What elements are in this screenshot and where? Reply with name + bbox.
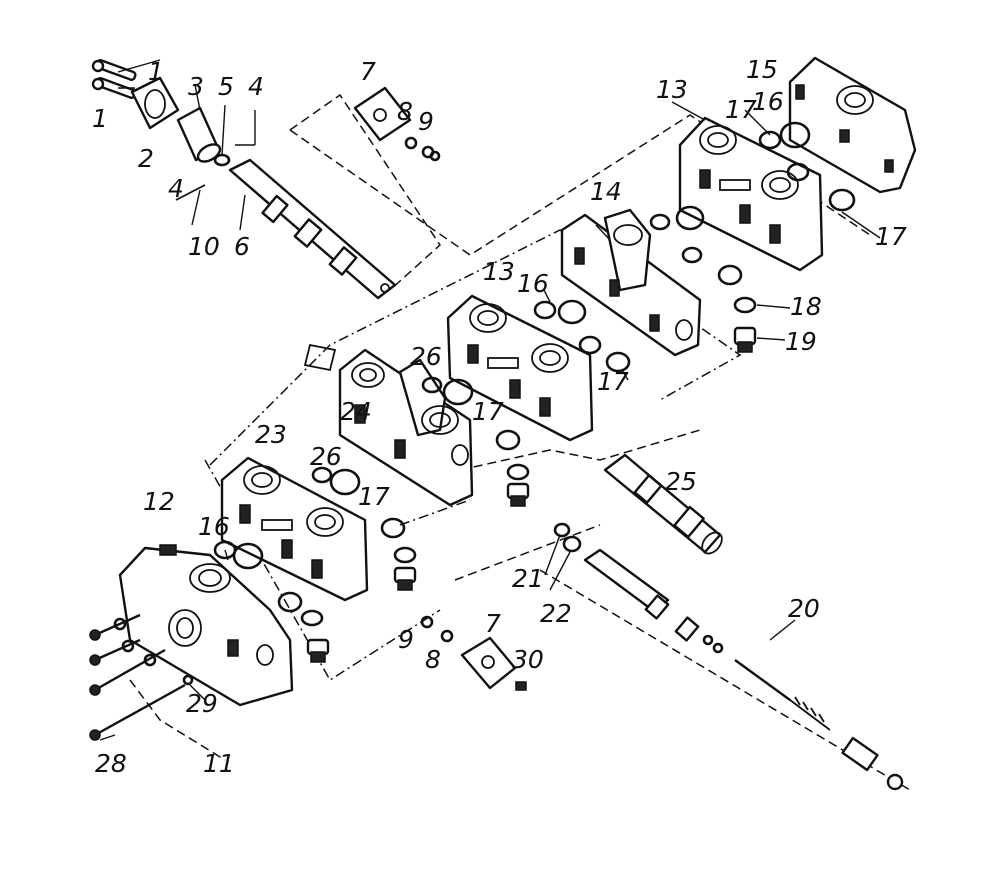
callout-5: 5	[218, 72, 234, 101]
plug-12	[306, 638, 330, 663]
callout-4b: 4	[168, 174, 184, 203]
callout-30: 30	[512, 645, 544, 674]
callout-13b: 13	[483, 257, 515, 286]
tie-bolts-11	[89, 613, 194, 741]
plug-lower	[393, 566, 417, 591]
plug-19	[733, 326, 757, 353]
valve-section-24	[303, 343, 474, 507]
callout-17e: 17	[358, 482, 390, 511]
spool-assembly	[91, 59, 397, 300]
pin-4	[175, 184, 206, 201]
o-rings-23	[311, 466, 417, 564]
screw-1a	[91, 59, 137, 81]
o-rings-12	[213, 540, 324, 627]
callout-7b: 7	[485, 609, 501, 638]
callout-10: 10	[188, 232, 220, 261]
cover-7-bottom	[420, 615, 527, 691]
callout-9a: 9	[418, 107, 434, 136]
callout-1a: 1	[148, 57, 164, 86]
callout-26b: 26	[310, 442, 342, 471]
screw-1b	[91, 77, 137, 99]
callout-18: 18	[790, 292, 822, 321]
callout-21: 21	[512, 564, 544, 593]
callout-3: 3	[188, 72, 204, 101]
valve-section-13-mid	[446, 294, 594, 442]
callout-13a: 13	[656, 75, 688, 104]
callout-25: 25	[665, 467, 697, 496]
callout-12: 12	[143, 487, 175, 516]
callout-22: 22	[540, 599, 572, 628]
spool-25	[603, 453, 723, 555]
callout-15: 15	[746, 55, 778, 84]
callout-7a: 7	[360, 57, 376, 86]
callout-11: 11	[203, 749, 235, 778]
callout-29: 29	[186, 689, 218, 718]
washer-5	[213, 153, 231, 167]
callout-28: 28	[95, 749, 127, 778]
callout-16c: 16	[198, 512, 230, 541]
end-cover-15	[788, 56, 917, 194]
callout-2: 2	[138, 144, 154, 173]
o-rings-24	[421, 376, 530, 481]
callout-labels: 1 1 2 3 5 4 4 10 6 7 8 9 13 15 17 16 17 …	[92, 55, 907, 778]
callout-8b: 8	[425, 645, 441, 674]
callout-23: 23	[255, 420, 287, 449]
callout-17d: 17	[472, 397, 504, 426]
cover-7-top	[353, 86, 441, 162]
leader-lines	[99, 59, 881, 741]
callout-16a: 16	[752, 87, 784, 116]
callout-6: 6	[234, 232, 250, 261]
callout-17a: 17	[725, 95, 757, 124]
callout-26a: 26	[410, 342, 442, 371]
callout-24: 24	[340, 397, 372, 426]
callout-9b: 9	[398, 625, 414, 654]
valve-section-14	[560, 208, 702, 357]
callout-4a: 4	[248, 72, 264, 101]
inlet-cover-12	[118, 544, 294, 707]
relief-valve-20	[553, 522, 904, 791]
o-rings-14	[649, 205, 757, 314]
callout-8a: 8	[397, 97, 413, 126]
callout-14: 14	[590, 177, 622, 206]
plug-mid	[506, 482, 530, 507]
callout-1b: 1	[92, 104, 108, 133]
callout-19: 19	[785, 327, 817, 356]
callout-20: 20	[788, 594, 820, 623]
callout-17b: 17	[875, 222, 907, 251]
valve-section-13-top	[678, 116, 824, 272]
valve-section-23	[220, 456, 369, 602]
o-rings-top	[758, 121, 856, 212]
o-rings-mid	[533, 299, 631, 373]
callout-17c: 17	[597, 367, 629, 396]
cap-2	[130, 76, 180, 130]
spool-6	[228, 158, 397, 300]
callout-16b: 16	[517, 269, 549, 298]
